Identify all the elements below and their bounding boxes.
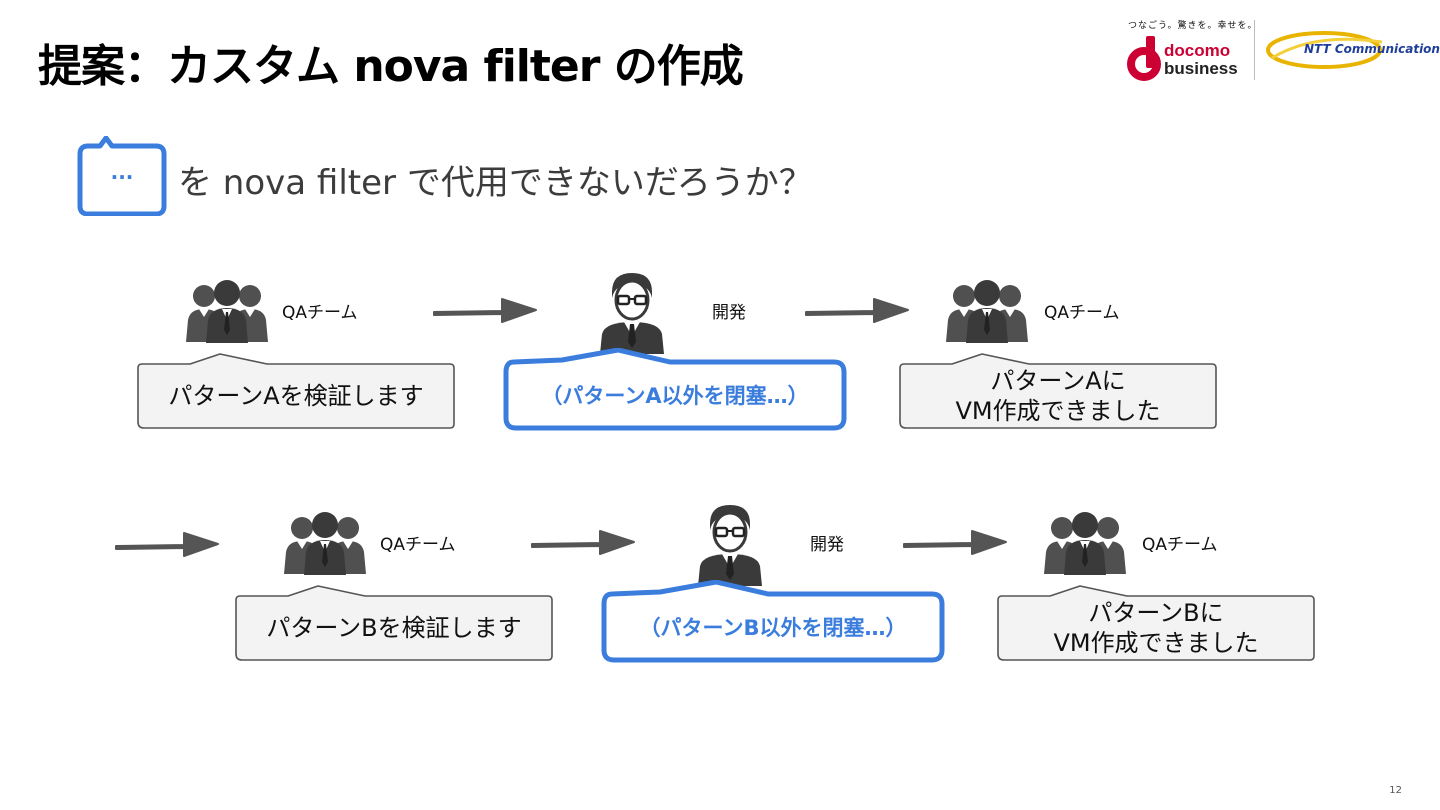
qa-result-callout: パターンBに VM作成できました — [992, 584, 1322, 662]
ntt-communications-logo: NTT Communications — [1264, 28, 1440, 72]
ntt-swoosh-icon — [1266, 31, 1383, 69]
right-arrow-icon — [114, 526, 224, 562]
callout-line1: パターンAに — [990, 367, 1126, 395]
chat-bubble-icon: ... — [76, 135, 168, 217]
dev-label: 開発 — [810, 535, 844, 555]
callout-text: （パターンA以外を閉塞…） — [541, 384, 809, 408]
logo-divider — [1254, 20, 1255, 80]
page-title: 提案：カスタム nova filter の作成 — [38, 41, 744, 92]
right-arrow-icon — [530, 524, 640, 560]
dev-callout: （パターンB以外を閉塞…） — [598, 580, 948, 664]
qa-team-label: QAチーム — [380, 535, 456, 555]
callout-line2: VM作成できました — [1053, 629, 1259, 657]
businessman-icon — [596, 270, 668, 354]
callout-line2: VM作成できました — [955, 397, 1161, 425]
qa-callout: パターンBを検証します — [230, 584, 560, 662]
callout-text: パターンAを検証します — [168, 382, 424, 410]
qa-team-icon — [280, 512, 370, 576]
ntt-logo-text: NTT Communications — [1304, 42, 1440, 56]
dev-callout: （パターンA以外を閉塞…） — [500, 348, 850, 432]
right-arrow-icon — [804, 292, 914, 328]
businessman-icon — [694, 502, 766, 586]
docomo-line1: docomo — [1164, 41, 1231, 60]
qa-team-icon — [942, 280, 1032, 344]
right-arrow-icon — [432, 292, 542, 328]
right-arrow-icon — [902, 524, 1012, 560]
qa-callout: パターンAを検証します — [132, 352, 462, 430]
callout-text: パターンBを検証します — [266, 614, 522, 642]
callout-text: （パターンB以外を閉塞…） — [639, 616, 907, 640]
qa-result-callout: パターンAに VM作成できました — [894, 352, 1224, 430]
dev-label: 開発 — [712, 303, 746, 323]
subtitle-question: を nova filter で代用できないだろうか？ — [178, 163, 813, 203]
page-number: 12 — [1389, 785, 1402, 796]
docomo-d-icon — [1127, 36, 1161, 81]
qa-team-icon — [1040, 512, 1130, 576]
bubble-ellipsis: ... — [110, 160, 134, 184]
qa-team-label: QAチーム — [1044, 303, 1120, 323]
docomo-line2: business — [1164, 59, 1238, 78]
qa-team-label: QAチーム — [1142, 535, 1218, 555]
callout-line1: パターンBに — [1088, 599, 1224, 627]
docomo-business-logo: docomo business — [1126, 34, 1246, 82]
qa-team-label: QAチーム — [282, 303, 358, 323]
docomo-tagline: つなごう。驚きを。幸せを。 — [1128, 21, 1258, 31]
qa-team-icon — [182, 280, 272, 344]
